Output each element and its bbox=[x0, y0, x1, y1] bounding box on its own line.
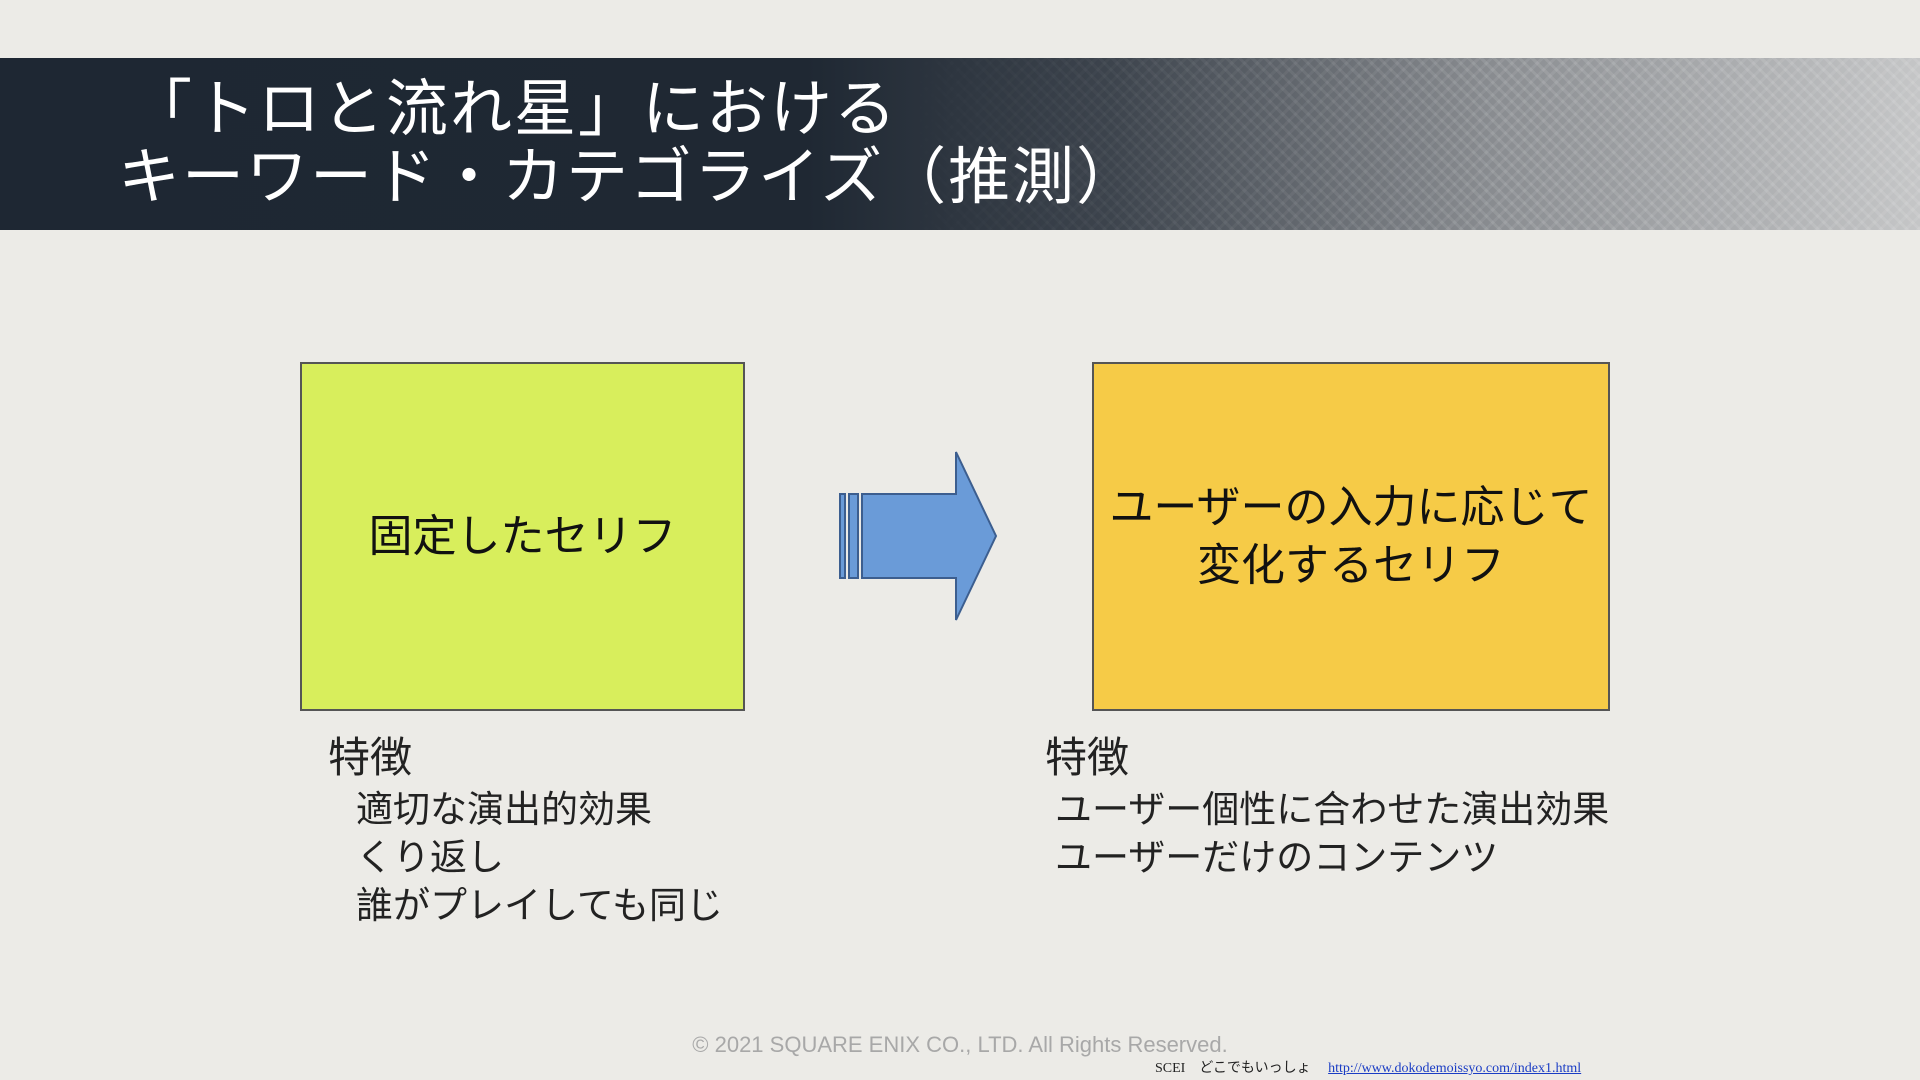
copyright-notice: © 2021 SQUARE ENIX CO., LTD. All Rights … bbox=[692, 1032, 1228, 1057]
slide-title-line-1: 「トロと流れ星」における bbox=[130, 72, 899, 145]
left-features-list: 適切な演出的効果 くり返し 誰がプレイしても同じ bbox=[356, 786, 723, 930]
right-features-list: ユーザー個性に合わせた演出効果 ユーザーだけのコンテンツ bbox=[1055, 786, 1609, 882]
source-label: SCEI どこでもいっしょ bbox=[1155, 1061, 1311, 1076]
variable-dialogue-line-1: ユーザーの入力に応じて bbox=[1109, 481, 1593, 533]
variable-dialogue-line-2: 変化するセリフ bbox=[1197, 539, 1505, 591]
list-item: 適切な演出的効果 bbox=[356, 788, 652, 831]
fixed-dialogue-label: 固定したセリフ bbox=[368, 510, 677, 562]
list-item: ユーザー個性に合わせた演出効果 bbox=[1055, 788, 1610, 831]
title-band: 「トロと流れ星」における キーワード・カテゴライズ（推測） bbox=[0, 58, 1920, 230]
fixed-dialogue-box: 固定したセリフ bbox=[300, 362, 745, 711]
list-item: ユーザーだけのコンテンツ bbox=[1055, 836, 1499, 879]
source-link[interactable]: http://www.dokodemoissyo.com/index1.html bbox=[1328, 1061, 1582, 1076]
slide-title-line-2: キーワード・カテゴライズ（推測） bbox=[118, 140, 1141, 213]
list-item: 誰がプレイしても同じ bbox=[356, 884, 724, 927]
list-item: くり返し bbox=[356, 836, 504, 879]
source-credit: SCEI どこでもいっしょ http://www.dokodemoissyo.c… bbox=[1155, 1057, 1581, 1077]
right-arrow-icon bbox=[839, 451, 998, 621]
right-features-title: 特徴 bbox=[1045, 733, 1130, 782]
left-features-title: 特徴 bbox=[328, 733, 413, 782]
variable-dialogue-box: ユーザーの入力に応じて 変化するセリフ bbox=[1092, 362, 1610, 711]
